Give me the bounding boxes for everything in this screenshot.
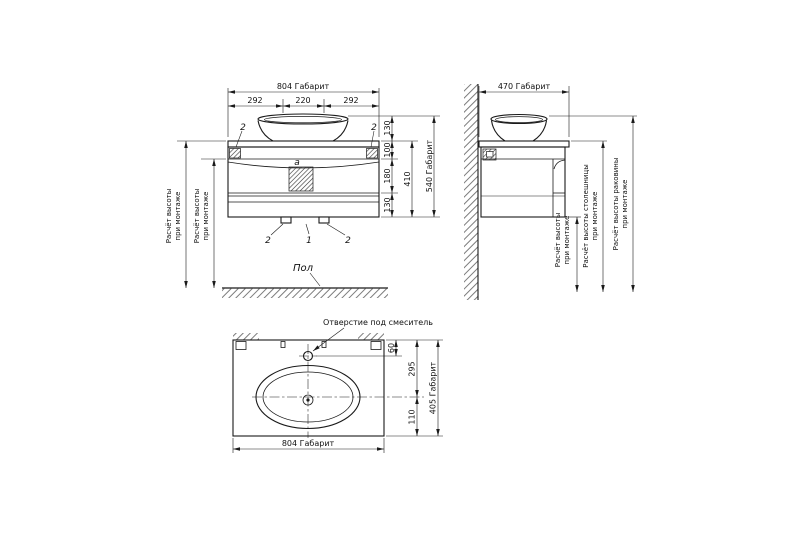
front-dimensions — [177, 88, 440, 288]
top-dimensions — [232, 339, 443, 453]
calc-note-2-line1: Расчёт высоты — [193, 189, 201, 244]
side-wall-bracket-inner — [486, 151, 494, 158]
top-view: Отверстие под смеситель 60 295 110 405 Г… — [232, 318, 443, 453]
marker-bracket-left: 2 — [240, 123, 246, 133]
countertop-front — [227, 140, 380, 148]
drain-hole — [302, 394, 314, 406]
side-sink-bowl — [490, 113, 548, 142]
dim-sink-height: 130 — [383, 120, 392, 135]
dim-drawer2: 130 — [383, 197, 392, 212]
calc-countertop-line1: Расчёт высоты столешницы — [582, 164, 590, 268]
top-bracket-left — [235, 341, 247, 350]
side-handle-groove — [553, 159, 566, 170]
dim-faucet-offset: 60 — [387, 343, 396, 353]
dim-seg-center: 220 — [295, 96, 310, 105]
marker-center: 1 — [306, 236, 312, 246]
faucet-hole-note: Отверстие под смеситель — [323, 318, 433, 327]
dim-back-to-center: 295 — [408, 361, 417, 376]
drain-center — [306, 398, 310, 402]
side-dimensions — [478, 86, 637, 292]
faucet-note-leader — [312, 327, 345, 352]
calc-countertop-line2: при монтаже — [591, 192, 599, 241]
marker-foot-right: 2 — [345, 236, 351, 246]
calc-height-line1: Расчёт высоты — [554, 213, 562, 268]
foot-left — [280, 216, 292, 224]
dim-center-to-front: 110 — [408, 409, 417, 424]
calc-sink-line2: при монтаже — [621, 180, 629, 229]
front-view: 804 Габарит 292 220 292 130 100 180 130 … — [165, 82, 440, 298]
dim-side-total-depth: 470 Габарит — [498, 82, 551, 91]
marker-detail-a: a — [294, 158, 300, 168]
foot-right — [318, 216, 330, 224]
dim-top-section: 100 — [383, 142, 392, 157]
front-marker-leaders — [235, 130, 375, 236]
calc-note-1-line2: при монтаже — [174, 192, 182, 241]
cabinet-body — [227, 146, 380, 218]
marker-foot-left: 2 — [265, 236, 271, 246]
countertop-outline — [232, 339, 385, 437]
wall-hatch-left — [233, 333, 259, 340]
front-labels: 804 Габарит 292 220 292 130 100 180 130 … — [165, 82, 434, 274]
dim-drawer1: 180 — [383, 168, 392, 183]
sink-inner-rim — [262, 371, 354, 423]
floor-label: Пол — [293, 263, 314, 274]
dim-total-height: 540 Габарит — [425, 139, 434, 192]
dim-seg-left: 292 — [247, 96, 262, 105]
sink-outer-rim — [255, 364, 361, 430]
dim-top-total-width: 804 Габарит — [282, 439, 335, 448]
calc-note-1-line1: Расчёт высоты — [165, 189, 173, 244]
dim-top-total-depth: 405 Габарит — [429, 361, 438, 414]
wall-section — [464, 84, 478, 300]
calc-height-line2: при монтаже — [563, 216, 571, 265]
front-sink-bowl — [257, 113, 349, 142]
calc-sink-line1: Расчёт высоты раковины — [612, 158, 620, 251]
side-cabinet — [478, 140, 570, 218]
cabinet-side-body — [480, 146, 566, 218]
top-labels: Отверстие под смеситель 60 295 110 405 Г… — [282, 318, 438, 448]
wall-bracket-left — [229, 148, 241, 159]
top-mount-tick-right — [321, 341, 327, 348]
top-bracket-right — [370, 341, 382, 350]
floor-section — [222, 272, 388, 298]
top-mount-tick-left — [280, 341, 286, 348]
side-labels: 470 Габарит Расчёт высоты при монтаже Ра… — [498, 82, 629, 268]
side-view: 470 Габарит Расчёт высоты при монтаже Ра… — [464, 82, 637, 300]
dim-seg-right: 292 — [343, 96, 358, 105]
wall-bracket-right — [366, 148, 378, 159]
calc-note-2-line2: при монтаже — [202, 192, 210, 241]
dim-front-total-width: 804 Габарит — [277, 82, 330, 91]
section-detail-a — [288, 166, 314, 192]
front-cabinet — [227, 140, 380, 224]
countertop-side — [478, 140, 570, 148]
dim-cabinet-height: 410 — [403, 171, 412, 186]
wall-hatch-right — [358, 333, 384, 340]
marker-bracket-right: 2 — [371, 123, 377, 133]
